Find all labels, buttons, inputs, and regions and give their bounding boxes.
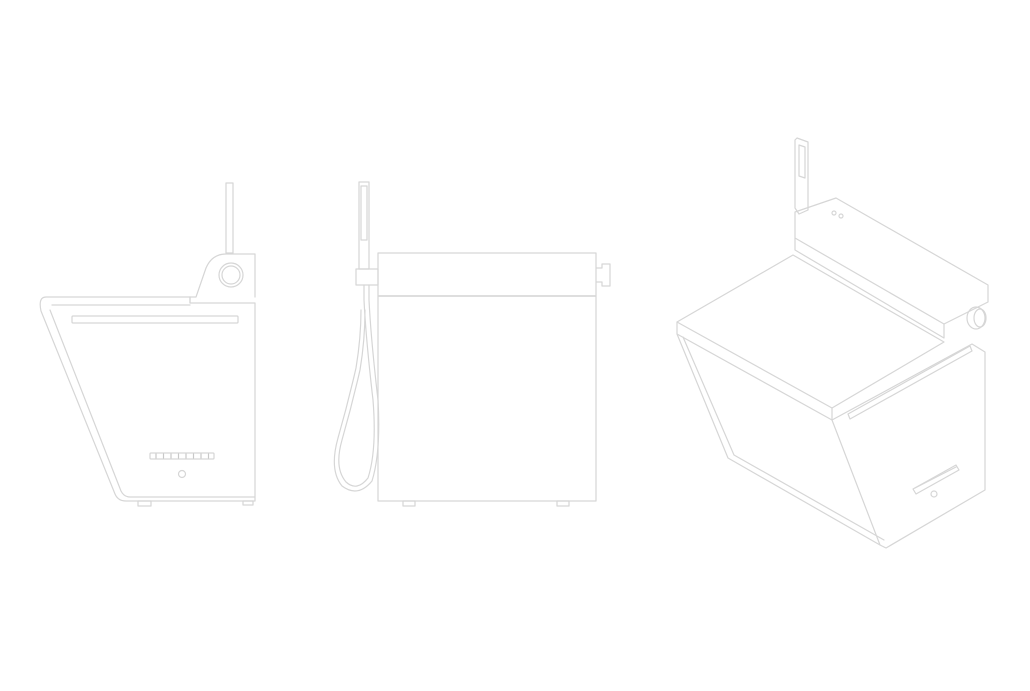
side-control-housing xyxy=(189,253,256,298)
front-foot-right xyxy=(556,500,570,507)
side-tub-inner-edge xyxy=(49,304,256,498)
side-control-knob-inner xyxy=(221,265,241,285)
iso-lid-top xyxy=(676,254,945,409)
front-top-lid xyxy=(377,252,597,297)
side-indicator-dot xyxy=(177,469,187,479)
iso-button-1 xyxy=(831,210,837,216)
side-foot-left xyxy=(137,500,152,507)
front-side-knob xyxy=(595,263,611,287)
iso-right-face xyxy=(831,343,986,549)
iso-shower-head-inner xyxy=(798,144,806,179)
front-foot-left xyxy=(402,500,416,507)
front-shower-hose-inner xyxy=(333,284,380,492)
side-faucet-pipe xyxy=(225,182,234,254)
iso-control-knob-inner xyxy=(973,308,987,328)
iso-vent-grille xyxy=(912,464,960,495)
side-foot-right xyxy=(242,500,254,506)
front-shower-mount xyxy=(355,268,379,286)
side-body-outline xyxy=(39,296,256,502)
iso-vent-grille-inner xyxy=(914,466,957,489)
front-view xyxy=(333,181,611,507)
front-body xyxy=(377,295,597,502)
front-shower-hose xyxy=(338,284,375,487)
iso-lid-rim xyxy=(676,321,833,421)
side-control-knob-outer xyxy=(218,262,244,288)
side-vent-ticks xyxy=(155,453,210,459)
side-view xyxy=(39,182,256,507)
iso-control-block-front xyxy=(794,237,945,339)
front-shower-head-inner xyxy=(360,185,368,241)
iso-button-2 xyxy=(838,213,844,219)
side-handle-slot xyxy=(71,315,239,324)
iso-handle-slot xyxy=(847,345,973,420)
isometric-view xyxy=(676,137,989,549)
iso-tub-edge xyxy=(682,336,885,541)
iso-front-face xyxy=(676,333,881,546)
iso-control-knob xyxy=(966,306,986,330)
iso-control-block xyxy=(794,197,989,325)
iso-shower-head xyxy=(794,137,809,215)
side-vent-grille xyxy=(149,452,215,460)
iso-indicator-dot xyxy=(930,490,938,498)
